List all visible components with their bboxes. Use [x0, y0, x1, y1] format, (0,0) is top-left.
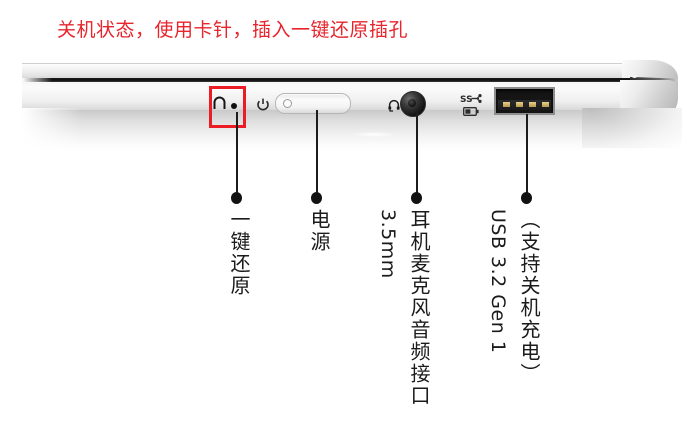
label-power: 电源	[307, 209, 331, 253]
leader-line-audio	[416, 112, 418, 196]
instruction-headline: 关机状态，使用卡针，插入一键还原插孔	[57, 19, 409, 41]
recovery-pinhole[interactable]	[231, 103, 237, 109]
laptop-underside-corner-shadow	[582, 108, 682, 148]
usb-pin	[503, 102, 510, 107]
recovery-highlight-box	[209, 86, 246, 128]
leader-dot-recovery	[231, 192, 242, 204]
leader-dot-audio	[411, 192, 422, 204]
label-recovery: 一键还原	[227, 209, 251, 297]
usb-pin	[516, 102, 523, 107]
leader-dot-usb	[521, 192, 532, 204]
svg-text:SS: SS	[460, 95, 473, 104]
label-usb-note: （支持关机充电）	[517, 209, 541, 385]
seam-left-fade	[22, 78, 52, 82]
headset-icon	[388, 97, 401, 112]
audio-jack-port[interactable]	[400, 91, 426, 117]
label-usb-spec: USB 3.2 Gen 1	[487, 209, 509, 354]
usb-pin	[529, 102, 536, 107]
usb-pin	[542, 102, 549, 107]
battery-icon	[463, 101, 479, 116]
laptop-lid	[22, 63, 640, 80]
leader-line-power	[316, 110, 318, 196]
leader-dot-power	[311, 192, 322, 204]
leader-line-recovery	[236, 112, 238, 196]
power-button[interactable]	[275, 93, 351, 114]
hinge-detail	[632, 75, 637, 78]
label-audio: 耳机麦克风音频接口	[407, 209, 431, 407]
usb-port-tongue	[498, 100, 551, 110]
laptop-side-profile	[22, 60, 682, 178]
leader-line-usb	[526, 114, 528, 196]
usb-ss-icon: SS	[460, 89, 482, 105]
power-icon	[257, 96, 269, 111]
lid-base-seam	[22, 78, 634, 82]
power-led-indicator	[283, 99, 292, 108]
recovery-arc-icon	[213, 96, 226, 110]
laptop-underside-shadow	[22, 110, 644, 152]
label-audio-spec: 3.5mm	[377, 209, 399, 279]
body-highlight-glint	[352, 132, 396, 137]
underside-left-fade	[22, 108, 82, 154]
audio-jack-hole	[408, 99, 416, 107]
